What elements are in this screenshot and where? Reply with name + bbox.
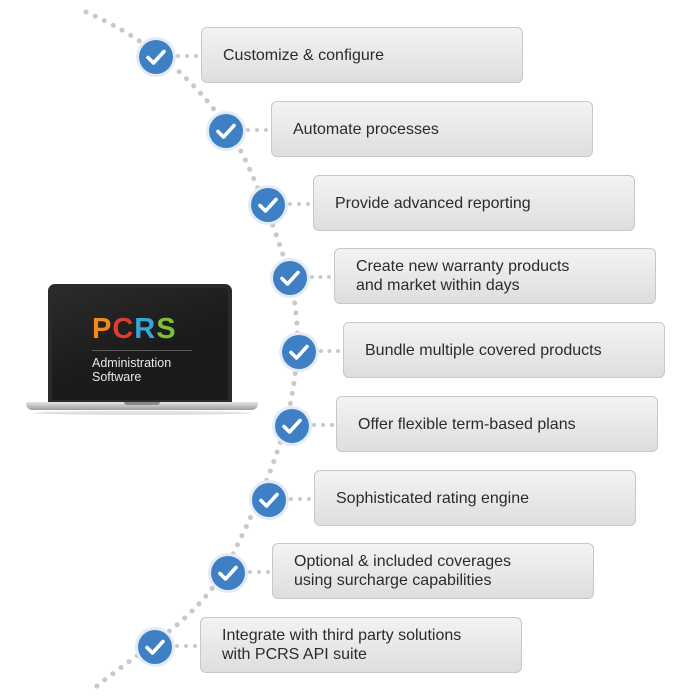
check-icon [251,188,285,222]
feature-card: Integrate with third party solutions wit… [200,617,522,673]
feature-label: Customize & configure [223,46,384,64]
check-icon [275,409,309,443]
dotted-connector [246,128,268,132]
dotted-connector [288,202,310,206]
feature-label: Optional & included coverages using surc… [294,553,512,589]
dotted-connector [176,54,198,58]
dotted-connector [248,570,270,574]
laptop-illustration: PCRS Administration Software [26,284,258,416]
check-icon [211,556,245,590]
logo-letter: R [134,313,157,345]
feature-label: Automate processes [293,120,439,138]
feature-card: Customize & configure [201,27,523,83]
dotted-connector [310,275,331,279]
feature-card: Create new warranty products and market … [334,248,656,304]
check-icon [282,335,316,369]
dotted-connector [289,497,311,501]
feature-label: Offer flexible term-based plans [358,415,576,433]
feature-card: Optional & included coverages using surc… [272,543,594,599]
feature-label: Bundle multiple covered products [365,341,602,359]
dotted-connector [319,349,340,353]
feature-card: Automate processes [271,101,593,157]
logo-letter: C [112,313,135,345]
laptop-notch [124,402,160,405]
check-icon [273,261,307,295]
check-icon [139,40,173,74]
feature-card: Bundle multiple covered products [343,322,665,378]
check-icon [138,630,172,664]
feature-label: Provide advanced reporting [335,194,531,212]
dotted-connector [312,423,334,427]
logo-letter: S [156,313,177,345]
product-caption: Administration Software [92,356,172,384]
feature-card: Offer flexible term-based plans [336,396,658,452]
feature-card: Sophisticated rating engine [314,470,636,526]
logo-letter: P [92,313,113,345]
laptop-shadow [34,411,250,415]
logo-divider [92,350,192,351]
dotted-connector [175,644,197,648]
laptop-base [26,402,258,410]
feature-label: Sophisticated rating engine [336,489,530,507]
feature-label: Create new warranty products and market … [356,258,570,294]
laptop-screen: PCRS Administration Software [48,284,232,404]
check-icon [209,114,243,148]
pcrs-logo: PCRS [92,314,202,344]
feature-card: Provide advanced reporting [313,175,635,231]
check-icon [252,483,286,517]
feature-label: Integrate with third party solutions wit… [222,627,462,663]
